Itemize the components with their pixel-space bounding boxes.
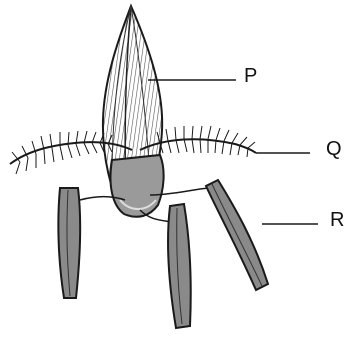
label-p: P [244, 66, 257, 86]
label-r: R [330, 210, 344, 230]
label-q: Q [326, 139, 342, 159]
leader-lines [148, 80, 318, 224]
ovary [111, 155, 164, 217]
anther-right [206, 180, 268, 290]
anther-middle [168, 204, 191, 328]
anthers [58, 180, 268, 328]
anther-left [58, 188, 80, 298]
